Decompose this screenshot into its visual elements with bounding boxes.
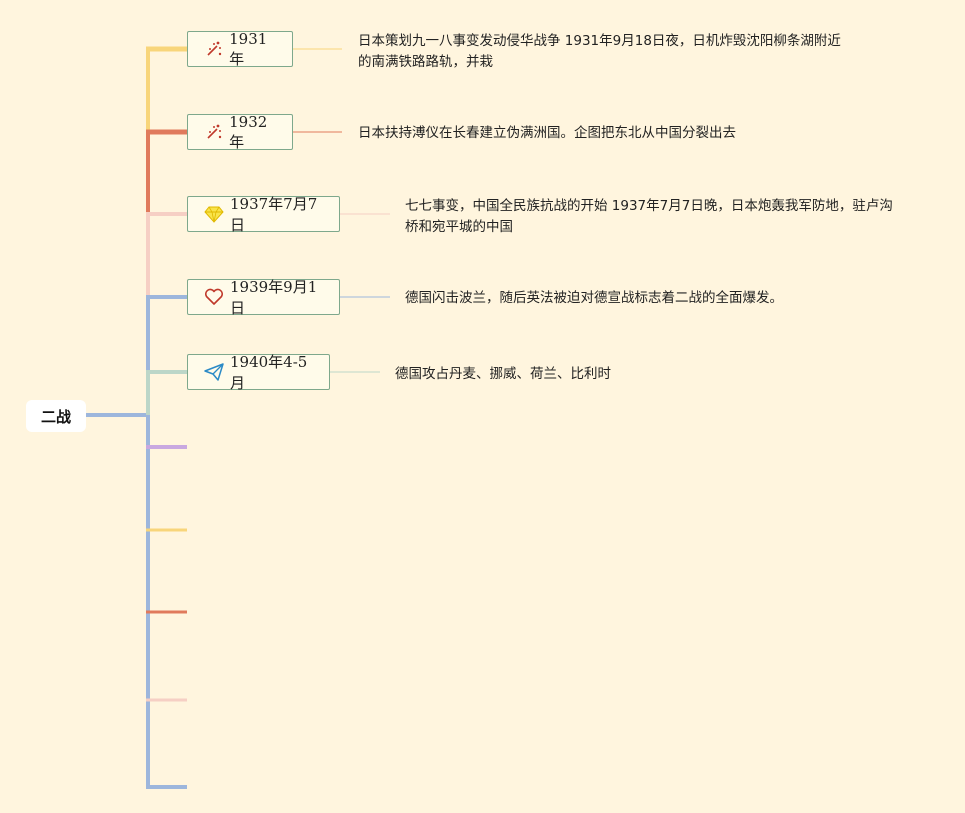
event-date: 1931年 (229, 29, 268, 68)
event-date: 1937年7月7日 (230, 195, 318, 234)
fireworks-icon (204, 39, 223, 59)
event-node-1931[interactable]: 1931年 (187, 29, 293, 68)
event-date: 1939年9月1日 (230, 278, 318, 317)
diamond-icon (204, 204, 224, 224)
event-node-1939[interactable]: 1939年9月1日 (187, 278, 340, 317)
event-node-1932[interactable]: 1932年 (187, 112, 293, 151)
root-node[interactable]: 二战 (26, 400, 86, 432)
event-description: 七七事变，中国全民族抗战的开始 1937年7月7日晚，日本炮轰我军防地，驻卢沟桥… (405, 198, 893, 235)
event-date: 1932年 (229, 112, 268, 151)
paper-plane-icon (204, 362, 224, 382)
event-node-1937[interactable]: 1937年7月7日 (187, 195, 340, 234)
event-description: 日本扶持溥仪在长春建立伪满洲国。企图把东北从中国分裂出去 (358, 125, 736, 141)
event-description: 德国闪击波兰，随后英法被迫对德宣战标志着二战的全面爆发。 (405, 290, 783, 306)
heart-icon (204, 287, 224, 307)
fireworks-icon (204, 122, 223, 142)
event-date: 1940年4-5月 (230, 353, 308, 392)
event-description: 德国攻占丹麦、挪威、荷兰、比利时 (395, 366, 611, 382)
event-node-1940[interactable]: 1940年4-5月 (187, 353, 330, 392)
event-description: 日本策划九一八事变发动侵华战争 1931年9月18日夜，日机炸毁沈阳柳条湖附近的… (358, 33, 841, 70)
root-label: 二战 (40, 407, 71, 426)
